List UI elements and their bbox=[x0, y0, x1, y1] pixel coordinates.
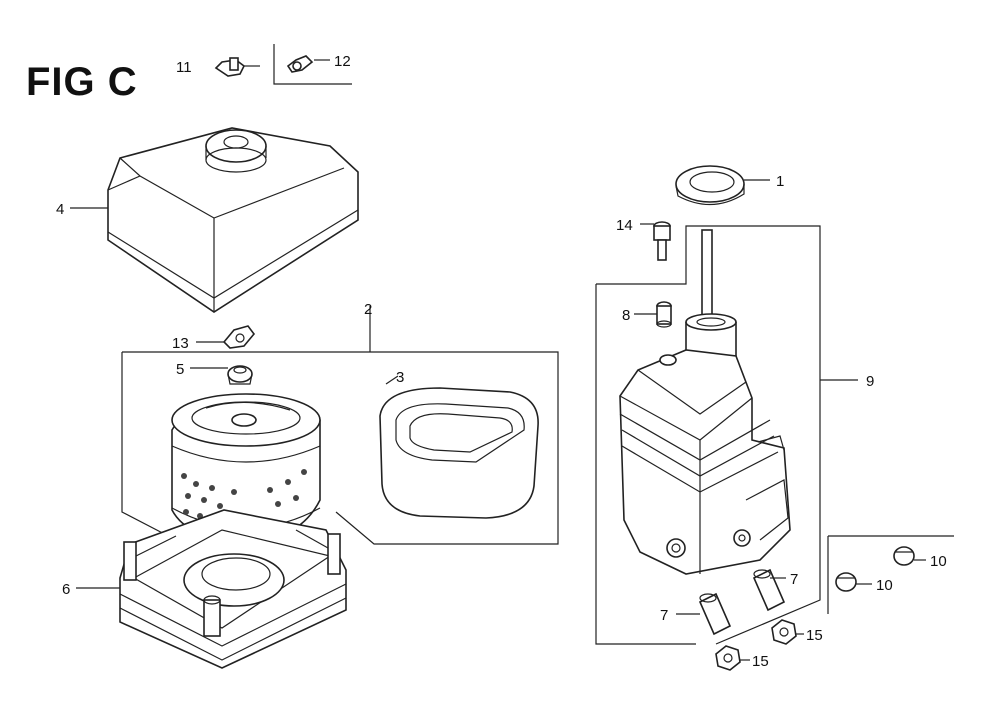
part-13-wing-nut bbox=[222, 325, 256, 349]
part-4-cover bbox=[107, 127, 359, 313]
callout-13: 13 bbox=[172, 335, 189, 352]
part-9-elbow-body bbox=[619, 229, 791, 575]
part-1-gasket bbox=[675, 165, 745, 206]
part-6-case bbox=[119, 509, 347, 669]
figure-title: FIG C bbox=[26, 60, 138, 104]
callout-14: 14 bbox=[616, 217, 633, 234]
callout-11: 11 bbox=[176, 59, 192, 76]
callout-6: 6 bbox=[62, 581, 70, 598]
part-2-filter-element bbox=[171, 393, 321, 543]
callout-5: 5 bbox=[176, 361, 184, 378]
part-10-cap-a bbox=[893, 546, 915, 566]
part-7-spacer-a bbox=[752, 568, 786, 612]
callout-7b: 7 bbox=[660, 607, 668, 624]
part-11-bolt bbox=[214, 57, 246, 77]
callout-12: 12 bbox=[334, 53, 351, 70]
part-14-bolt bbox=[653, 221, 671, 261]
part-12-wing-nut bbox=[286, 55, 314, 73]
part-5-grommet bbox=[227, 365, 253, 385]
part-10-cap-b bbox=[835, 572, 857, 592]
callout-4: 4 bbox=[56, 201, 64, 218]
callout-10b: 10 bbox=[876, 577, 893, 594]
callout-10a: 10 bbox=[930, 553, 947, 570]
callout-15b: 15 bbox=[752, 653, 769, 670]
callout-1: 1 bbox=[776, 173, 784, 190]
part-15-nut-b bbox=[715, 645, 741, 671]
callout-7a: 7 bbox=[790, 571, 798, 588]
part-8-collar bbox=[656, 301, 672, 328]
callout-8: 8 bbox=[622, 307, 630, 324]
part-7-spacer-b bbox=[698, 592, 732, 636]
part-15-nut-a bbox=[771, 619, 797, 645]
callout-15a: 15 bbox=[806, 627, 823, 644]
callout-2: 2 bbox=[364, 301, 372, 318]
callout-9: 9 bbox=[866, 373, 874, 390]
callout-3: 3 bbox=[396, 369, 404, 386]
part-3-foam-element bbox=[379, 387, 539, 519]
